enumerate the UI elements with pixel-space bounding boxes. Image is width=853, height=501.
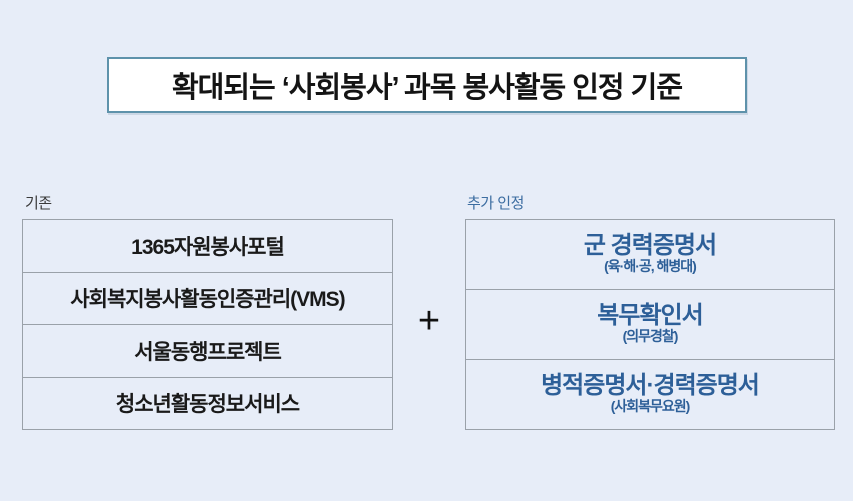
legacy-list: 1365자원봉사포털 사회복지봉사활동인증관리(VMS) 서울동행프로젝트 청소… (22, 219, 393, 430)
cert-name: 군 경력증명서 (583, 232, 717, 260)
plus-sign: + (417, 300, 441, 342)
cert-detail: (육·해·공, 해병대) (604, 258, 697, 275)
cert-detail: (의무경찰) (622, 328, 679, 345)
list-item: 사회복지봉사활동인증관리(VMS) (23, 273, 392, 325)
additional-column-label: 추가 인정 (467, 195, 524, 212)
list-item: 복무확인서 (의무경찰) (466, 290, 834, 360)
list-item: 병적증명서·경력증명서 (사회복무요원) (466, 360, 834, 429)
list-item: 청소년활동정보서비스 (115, 393, 300, 417)
additional-list: 군 경력증명서 (육·해·공, 해병대) 복무확인서 (의무경찰) 병적증명서·… (465, 219, 835, 430)
list-item: 1365자원봉사포털 (23, 220, 392, 273)
cert-name: 병적증명서·경력증명서 (541, 372, 760, 400)
page-title: 확대되는 ‘사회봉사’ 과목 봉사활동 인정 기준 (171, 72, 683, 104)
legacy-column-label: 기존 (25, 195, 52, 212)
list-item: 군 경력증명서 (육·해·공, 해병대) (466, 220, 834, 290)
cert-detail: (사회복무요원) (610, 398, 691, 415)
cert-name: 복무확인서 (597, 302, 703, 330)
list-item: 서울동행프로젝트 (23, 325, 392, 378)
title-banner: 확대되는 ‘사회봉사’ 과목 봉사활동 인정 기준 (107, 57, 747, 113)
